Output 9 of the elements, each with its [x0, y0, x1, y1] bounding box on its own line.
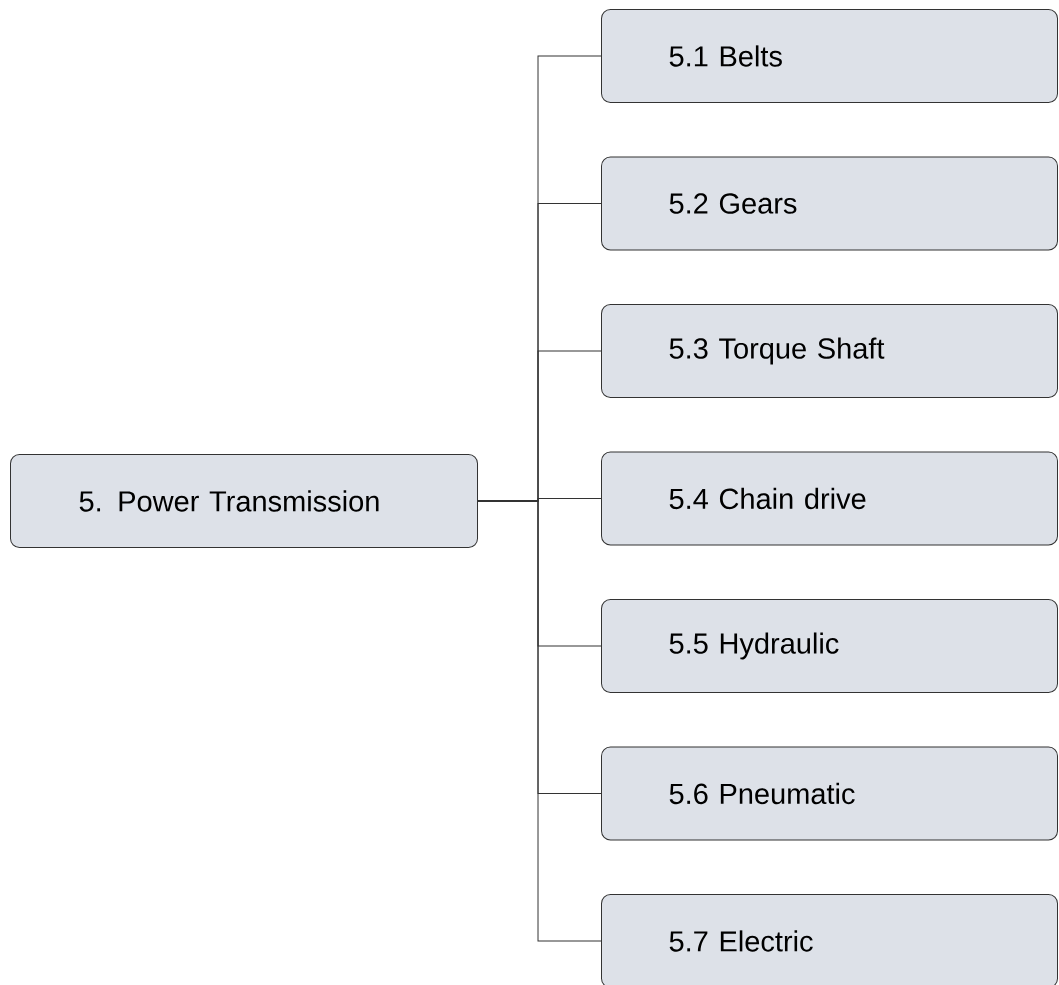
category-box: 5.2 Gears — [601, 156, 1058, 251]
category-box: 5.4 Chain drive — [601, 451, 1058, 546]
category-box: 5.7 Electric — [601, 894, 1058, 985]
category-box: 5.6 Pneumatic — [601, 746, 1058, 841]
connector — [477, 500, 602, 942]
category-box: 5.5 Hydraulic — [601, 599, 1058, 693]
category-box: 5. Power Transmission — [10, 454, 478, 548]
category-box: 5.3 Torque Shaft — [601, 304, 1058, 398]
category-box: 5.1 Belts — [601, 9, 1058, 103]
